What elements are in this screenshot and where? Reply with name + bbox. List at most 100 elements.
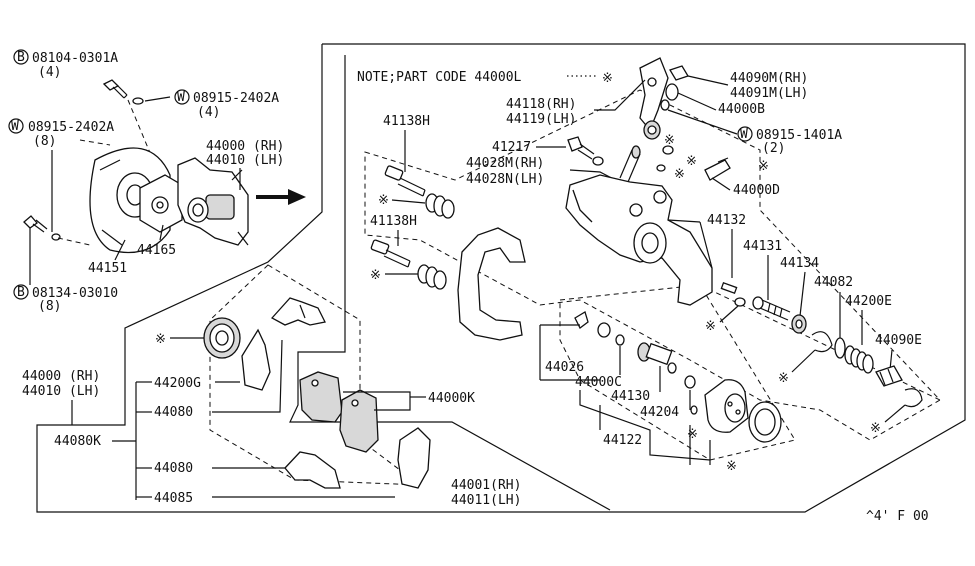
washer-w-marker-right	[737, 126, 753, 142]
washer-w-marker-top	[174, 89, 190, 105]
label-bolt-top: 08104-0301A	[32, 51, 118, 66]
label-44131: 44131	[743, 239, 782, 254]
label-44000b: 44000B	[718, 102, 765, 117]
note-asterisk: ※	[602, 71, 613, 86]
asterisk-snap-upper: ※	[778, 371, 789, 386]
snap-ring-lower-drawing	[904, 388, 923, 408]
label-44132: 44132	[707, 213, 746, 228]
leader-44000d	[711, 177, 731, 191]
bolt-b-marker-top	[13, 49, 29, 65]
bracket-44000k	[343, 391, 411, 411]
washer-top-drawing	[132, 97, 144, 105]
label-bracket: 44165	[137, 243, 176, 258]
washer-bottom-drawing	[51, 233, 61, 241]
label-44119: 44119(LH)	[506, 112, 576, 127]
cup-44134-inner	[795, 319, 803, 329]
asterisk-nut-2: ※	[686, 154, 697, 169]
kit-frame-outline	[36, 43, 966, 513]
label-44130: 44130	[611, 389, 650, 404]
footer-code: ^4' F 00	[866, 509, 929, 524]
parking-lever-drawing	[639, 57, 669, 132]
asterisk-boot-mid: ※	[370, 268, 381, 283]
label-backing-plate: 44151	[88, 261, 127, 276]
washer-w-marker-right-letter: W	[740, 127, 748, 142]
leader-snap-upper	[791, 349, 816, 373]
leader-44000b	[677, 92, 717, 111]
dust-boot-drawing	[748, 401, 782, 443]
asterisk-snap-lower: ※	[870, 421, 881, 436]
adjuster-44131-drawing	[752, 296, 791, 321]
guide-pin-mid-drawing	[370, 239, 411, 268]
label-bolt-bottom: 08134-03010	[32, 286, 118, 301]
label-41217: 41217	[492, 140, 531, 155]
label-41138h-top: 41138H	[383, 114, 430, 129]
pin-boot-mid-drawing	[417, 264, 447, 290]
support-bracket-drawing	[457, 227, 526, 341]
spring-44028-drawing	[619, 145, 641, 183]
clip-44080-top-detail	[299, 304, 306, 319]
arrow-to-exploded-view	[256, 189, 306, 205]
leader-washer-right	[667, 109, 738, 135]
shim-44200g-drawing	[241, 328, 271, 391]
pad-kit-frame-outline	[289, 55, 611, 511]
washer-w-marker-left	[8, 118, 24, 134]
label-caliper-assy-small-rh: 44000 (RH)	[206, 139, 284, 154]
bracket-drawing	[139, 174, 183, 233]
asterisk-seal-1: ※	[687, 427, 698, 442]
plate-44082-drawing	[834, 337, 846, 359]
asterisk-boot-top: ※	[378, 193, 389, 208]
clip-44080-top-drawing	[270, 297, 326, 326]
asterisk-spring: ※	[155, 332, 166, 347]
small-ring-2-drawing	[656, 164, 666, 172]
dashed-caliper-outline	[364, 89, 941, 441]
leader-44122	[579, 390, 711, 461]
ring-44026-drawing	[597, 322, 611, 338]
label-main-lh: 44010 (LH)	[22, 384, 100, 399]
label-44134: 44134	[780, 256, 819, 271]
label-44204: 44204	[640, 405, 679, 420]
bolt-b-marker-bottom	[13, 284, 29, 300]
label-44200g: 44200G	[154, 376, 201, 391]
label-washer-left-qty: (8)	[33, 134, 56, 149]
caliper-assembly-small-drawing	[177, 157, 249, 246]
label-44090e: 44090E	[875, 333, 922, 348]
leader-bracket	[159, 224, 164, 241]
ring-44000c-drawing	[615, 334, 625, 346]
nut-44090e-drawing	[875, 365, 903, 387]
asterisk-ring-44131: ※	[705, 319, 716, 334]
asterisk-nut-3: ※	[674, 167, 685, 182]
label-44200e: 44200E	[845, 294, 892, 309]
ring-44131-drawing	[734, 297, 746, 307]
leader-44118	[594, 79, 646, 111]
dash-bolt-to-plate	[57, 237, 91, 246]
label-44001: 44001(RH)	[451, 478, 521, 493]
label-main-rh: 44000 (RH)	[22, 369, 100, 384]
label-44090m: 44090M(RH)	[730, 71, 808, 86]
label-44080-a: 44080	[154, 405, 193, 420]
small-ring-drawing	[662, 145, 674, 155]
washer-41217-drawing	[592, 156, 604, 166]
pin-44132-drawing	[720, 281, 738, 295]
bolt-41217-drawing	[567, 136, 595, 160]
spring-44200e-drawing	[844, 345, 874, 374]
label-caliper-assy-small-lh: 44010 (LH)	[206, 153, 284, 168]
label-44085: 44085	[154, 491, 193, 506]
dash-plate-top	[79, 139, 111, 146]
bleeder-cap-drawing	[660, 65, 689, 111]
label-44011: 44011(LH)	[451, 493, 521, 508]
brake-pad-outer-drawing	[299, 371, 343, 423]
dashed-pad-kit-outline	[209, 264, 422, 486]
piston-main-drawing	[704, 379, 749, 433]
leader-backing-plate	[114, 239, 126, 261]
label-44026: 44026	[545, 360, 584, 375]
brake-pad-inner-drawing	[339, 389, 379, 453]
leader-44080-a	[212, 339, 283, 413]
label-41138h-mid: 41138H	[370, 214, 417, 229]
label-washer-top: 08915-2402A	[193, 91, 279, 106]
label-44000d: 44000D	[733, 183, 780, 198]
nut-top-inner	[647, 125, 657, 135]
bolt-b-marker-top-letter: B	[17, 50, 25, 65]
label-washer-right-qty: (2)	[762, 141, 785, 156]
leader-boot-top	[391, 199, 426, 204]
bolt-b-marker-bottom-letter: B	[17, 285, 25, 300]
